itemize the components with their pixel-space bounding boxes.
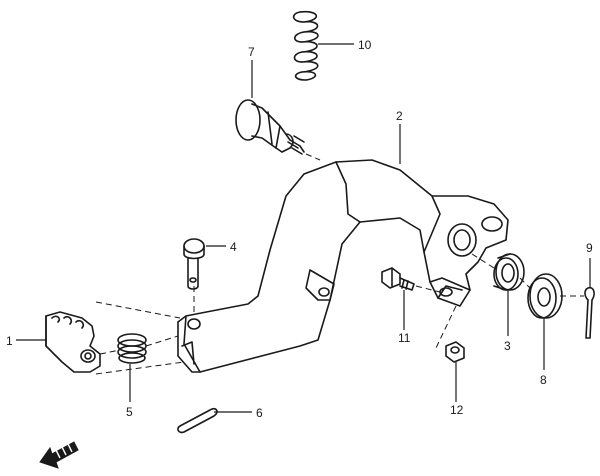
callout-6: 6 (256, 406, 263, 420)
pivot-bolt (235, 99, 305, 155)
washer (527, 273, 563, 319)
callout-7: 7 (248, 45, 255, 59)
small-spring (117, 333, 147, 364)
clevis-pin (183, 238, 205, 290)
callout-9: 9 (586, 241, 593, 255)
callout-1: 1 (6, 334, 13, 348)
lock-nut (445, 341, 465, 363)
brake-rod-clevis (45, 311, 101, 373)
callout-8: 8 (540, 373, 547, 387)
callout-3: 3 (504, 339, 511, 353)
return-spring (292, 10, 319, 81)
alignment-lines (95, 153, 584, 375)
callout-12: 12 (450, 403, 464, 417)
callout-4: 4 (230, 240, 237, 254)
callout-10: 10 (358, 38, 372, 52)
cotter-pin-lower (177, 407, 218, 434)
callout-11: 11 (398, 331, 411, 345)
callout-5: 5 (126, 405, 133, 419)
callout-2: 2 (396, 109, 403, 123)
brake-pedal-arm (177, 159, 509, 373)
cotter-pin-upper (584, 286, 595, 339)
oil-seal (493, 253, 525, 291)
stopper-bolt (381, 267, 415, 291)
leader-lines (16, 43, 591, 413)
front-arrow-icon (39, 441, 79, 469)
